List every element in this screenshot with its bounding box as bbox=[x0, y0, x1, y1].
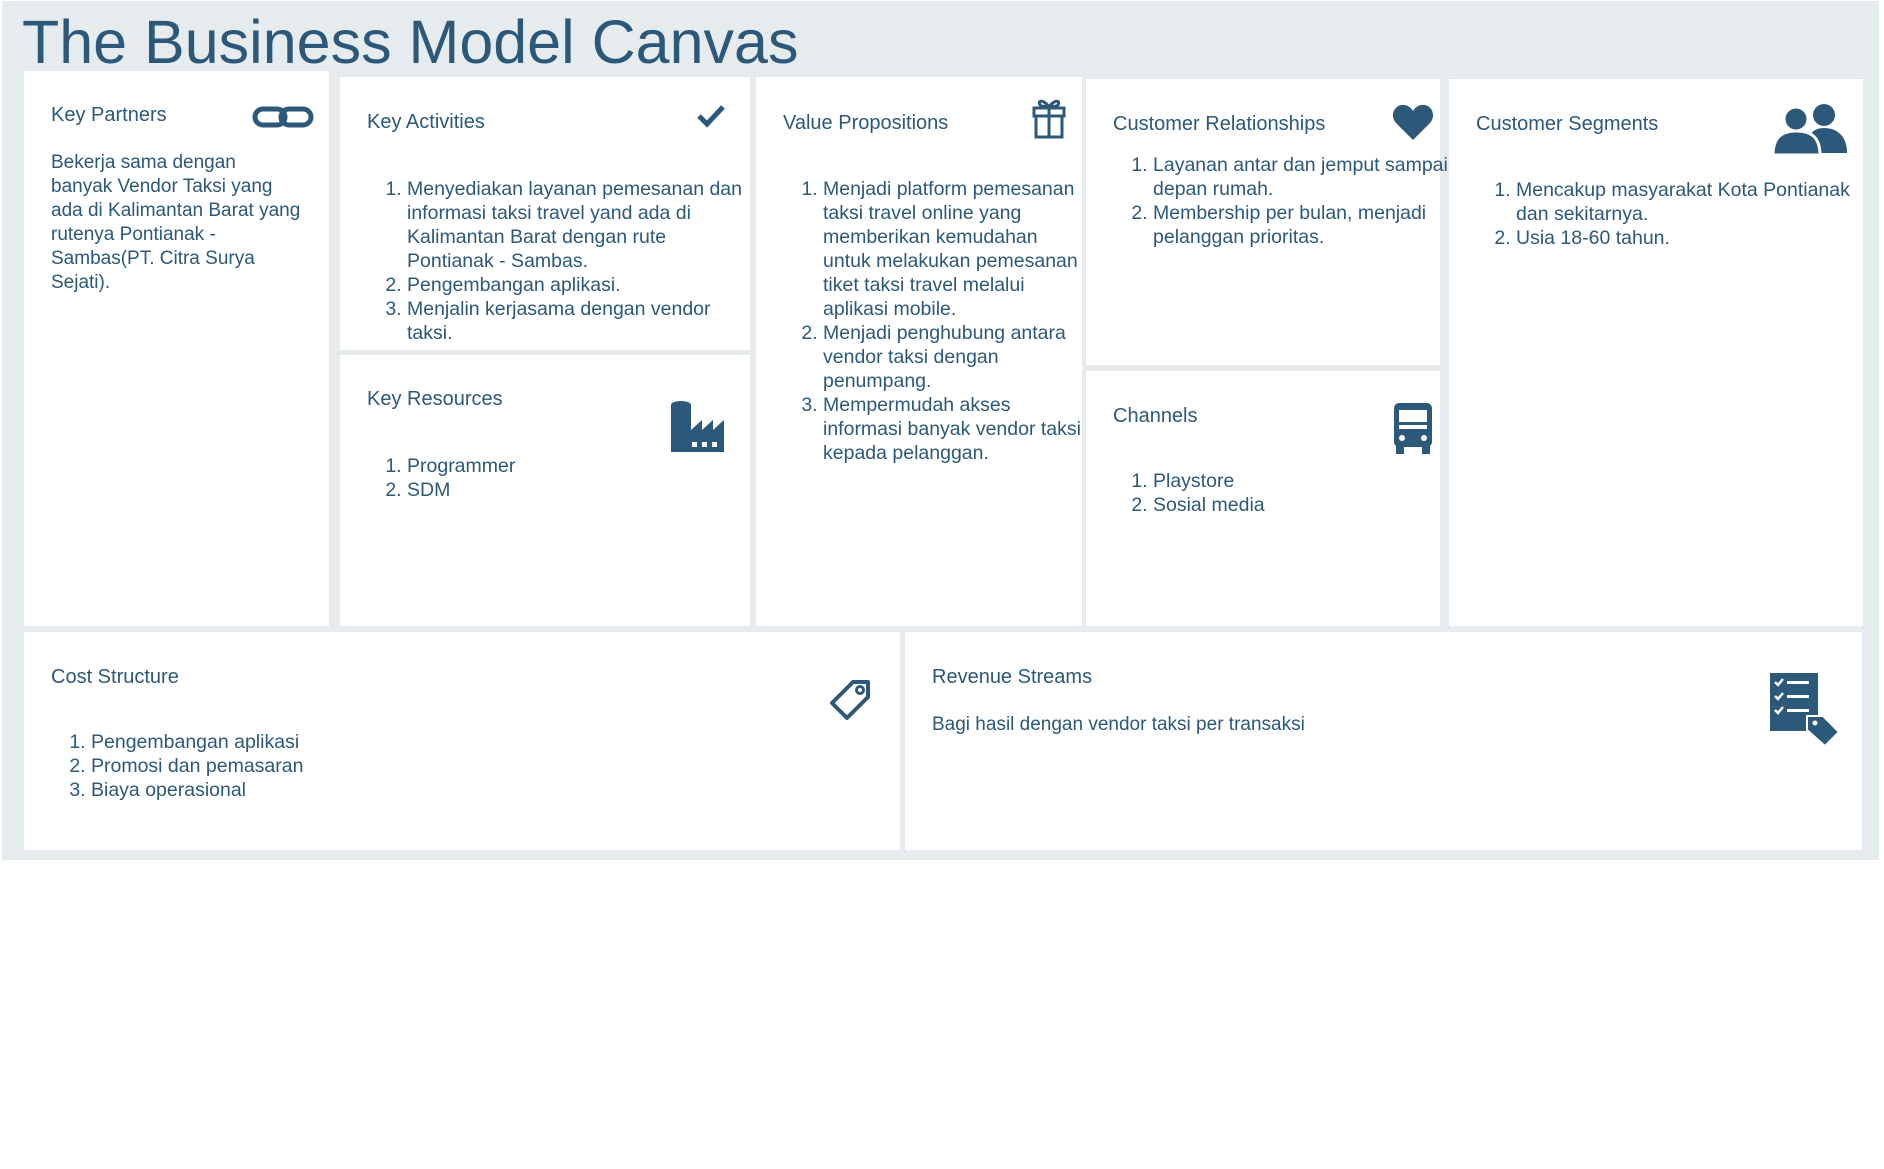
channels-item-1: Playstore bbox=[1153, 469, 1453, 493]
key-resources-item-1: Programmer bbox=[407, 454, 707, 478]
customer-segments-title: Customer Segments bbox=[1476, 113, 1659, 135]
cost-structure-item-3: Biaya operasional bbox=[91, 778, 591, 802]
link-icon bbox=[252, 101, 314, 133]
customer-segments-list: Mencakup masyarakat Kota Pontianak dan s… bbox=[1476, 178, 1856, 250]
price-tag-icon bbox=[829, 679, 871, 721]
customer-relationships-title: Customer Relationships bbox=[1113, 113, 1326, 135]
customer-relationships-item-1: Layanan antar dan jemput sampai depan ru… bbox=[1153, 153, 1453, 201]
key-activities-item-2: Pengembangan aplikasi. bbox=[407, 273, 747, 297]
revenue-streams-title: Revenue Streams bbox=[932, 666, 1093, 688]
value-propositions-item-2: Menjadi penghubung antara vendor taksi d… bbox=[823, 321, 1083, 393]
customer-relationships-item-2: Membership per bulan, menjadi pelanggan … bbox=[1153, 201, 1453, 249]
key-resources-title: Key Resources bbox=[367, 388, 503, 410]
key-activities-title: Key Activities bbox=[367, 111, 485, 133]
gift-icon bbox=[1032, 97, 1066, 139]
key-resources-list: Programmer SDM bbox=[367, 454, 707, 502]
revenue-streams-block: Revenue Streams Bagi hasil dengan vendor… bbox=[905, 632, 1862, 850]
key-partners-title: Key Partners bbox=[51, 104, 167, 126]
key-activities-item-1: Menyediakan layanan pemesanan dan inform… bbox=[407, 177, 747, 273]
key-activities-item-3: Menjalin kerjasama dengan vendor taksi. bbox=[407, 297, 747, 345]
truck-icon bbox=[1392, 401, 1434, 455]
value-propositions-block: Value Propositions Menjadi platform peme… bbox=[756, 77, 1082, 626]
customer-segments-item-2: Usia 18-60 tahun. bbox=[1516, 226, 1856, 250]
channels-block: Channels Playstore Sosial media bbox=[1086, 371, 1440, 626]
value-propositions-list: Menjadi platform pemesanan taksi travel … bbox=[783, 177, 1083, 465]
cost-structure-list: Pengembangan aplikasi Promosi dan pemasa… bbox=[51, 730, 591, 802]
page-title: The Business Model Canvas bbox=[22, 8, 799, 76]
cost-structure-block: Cost Structure Pengembangan aplikasi Pro… bbox=[24, 632, 900, 850]
channels-title: Channels bbox=[1113, 405, 1198, 427]
users-icon bbox=[1772, 101, 1848, 155]
customer-segments-block: Customer Segments Mencakup masyarakat Ko… bbox=[1449, 79, 1863, 626]
revenue-streams-text: Bagi hasil dengan vendor taksi per trans… bbox=[932, 714, 1305, 735]
cost-structure-item-2: Promosi dan pemasaran bbox=[91, 754, 591, 778]
key-resources-item-2: SDM bbox=[407, 478, 707, 502]
key-resources-block: Key Resources Programmer SDM bbox=[340, 355, 750, 626]
channels-list: Playstore Sosial media bbox=[1113, 469, 1453, 517]
cost-structure-item-1: Pengembangan aplikasi bbox=[91, 730, 591, 754]
customer-relationships-list: Layanan antar dan jemput sampai depan ru… bbox=[1113, 153, 1453, 249]
value-propositions-item-3: Mempermudah akses informasi banyak vendo… bbox=[823, 393, 1083, 465]
value-propositions-item-1: Menjadi platform pemesanan taksi travel … bbox=[823, 177, 1083, 321]
customer-segments-item-1: Mencakup masyarakat Kota Pontianak dan s… bbox=[1516, 178, 1856, 226]
customer-relationships-block: Customer Relationships Layanan antar dan… bbox=[1086, 79, 1448, 365]
heart-icon bbox=[1392, 103, 1434, 141]
key-activities-block: Key Activities Menyediakan layanan pemes… bbox=[340, 77, 750, 350]
cost-structure-title: Cost Structure bbox=[51, 666, 179, 688]
key-partners-block: Key Partners Bekerja sama dengan banyak … bbox=[24, 71, 329, 626]
key-activities-list: Menyediakan layanan pemesanan dan inform… bbox=[367, 177, 747, 345]
value-propositions-title: Value Propositions bbox=[783, 112, 949, 134]
channels-item-2: Sosial media bbox=[1153, 493, 1453, 517]
checklist-icon bbox=[1769, 672, 1841, 750]
factory-icon bbox=[670, 400, 724, 452]
checkmark-icon bbox=[696, 103, 726, 129]
key-partners-text: Bekerja sama dengan banyak Vendor Taksi … bbox=[51, 152, 301, 293]
